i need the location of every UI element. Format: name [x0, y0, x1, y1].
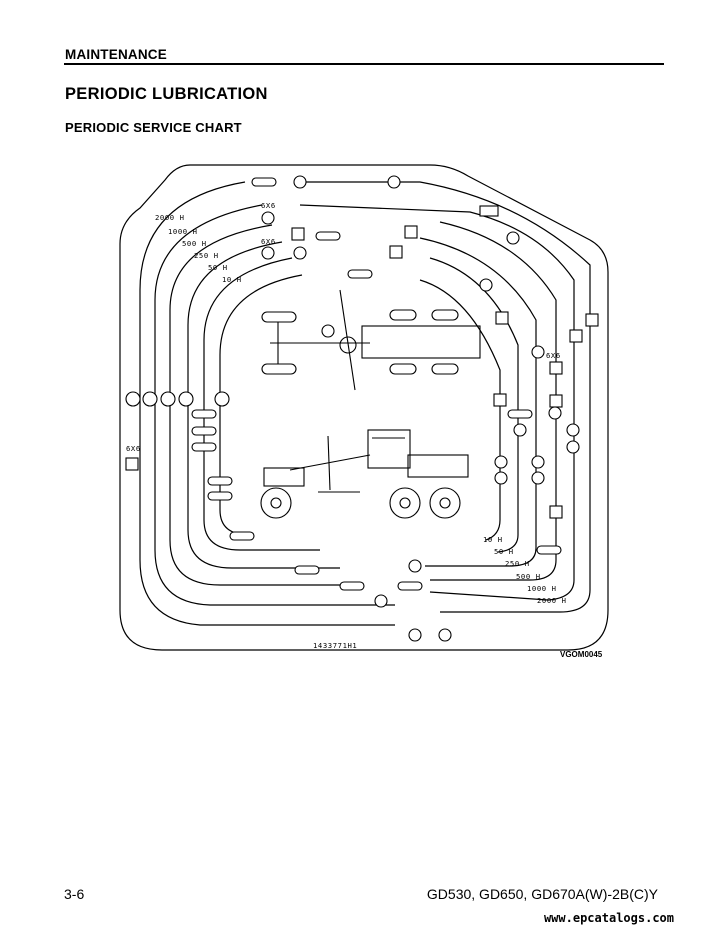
- model-name: GD530, GD650, GD670A(W)-2B(C)Y: [426, 886, 658, 902]
- six-by-six-label: 6X6: [546, 351, 561, 360]
- page-number: 3-6: [64, 886, 85, 902]
- figure-code: VGOM0045: [560, 650, 603, 659]
- interval-1000h-left: 1000 H: [168, 227, 198, 236]
- chart-title: PERIODIC SERVICE CHART: [65, 120, 242, 135]
- interval-50h-left: 50 H: [208, 263, 228, 272]
- interval-2000h-right: 2000 H: [537, 596, 567, 605]
- six-by-six-label: 6X6: [261, 201, 276, 210]
- part-number: 1433771H1: [313, 641, 357, 650]
- interval-250h-right: 250 H: [505, 559, 530, 568]
- header-rule: [64, 63, 664, 65]
- interval-2000h-left: 2000 H: [155, 213, 185, 222]
- interval-500h-right: 500 H: [516, 572, 541, 581]
- six-by-six-label: 6X6: [261, 237, 276, 246]
- six-by-six-label: 6X6: [126, 444, 141, 453]
- interval-10h-right: 10 H: [483, 535, 503, 544]
- section-label: MAINTENANCE: [65, 47, 167, 62]
- interval-50h-right: 50 H: [494, 547, 514, 556]
- interval-500h-left: 500 H: [182, 239, 207, 248]
- page-title: PERIODIC LUBRICATION: [65, 85, 268, 103]
- interval-1000h-right: 1000 H: [527, 584, 557, 593]
- service-point-icons: [125, 175, 599, 642]
- interval-10h-left: 10 H: [222, 275, 242, 284]
- interval-250h-left: 250 H: [194, 251, 219, 260]
- grader-side-view: [260, 429, 469, 519]
- chart-frame: [119, 164, 609, 651]
- grader-top-view: [261, 289, 481, 391]
- watermark: www.epcatalogs.com: [543, 911, 674, 925]
